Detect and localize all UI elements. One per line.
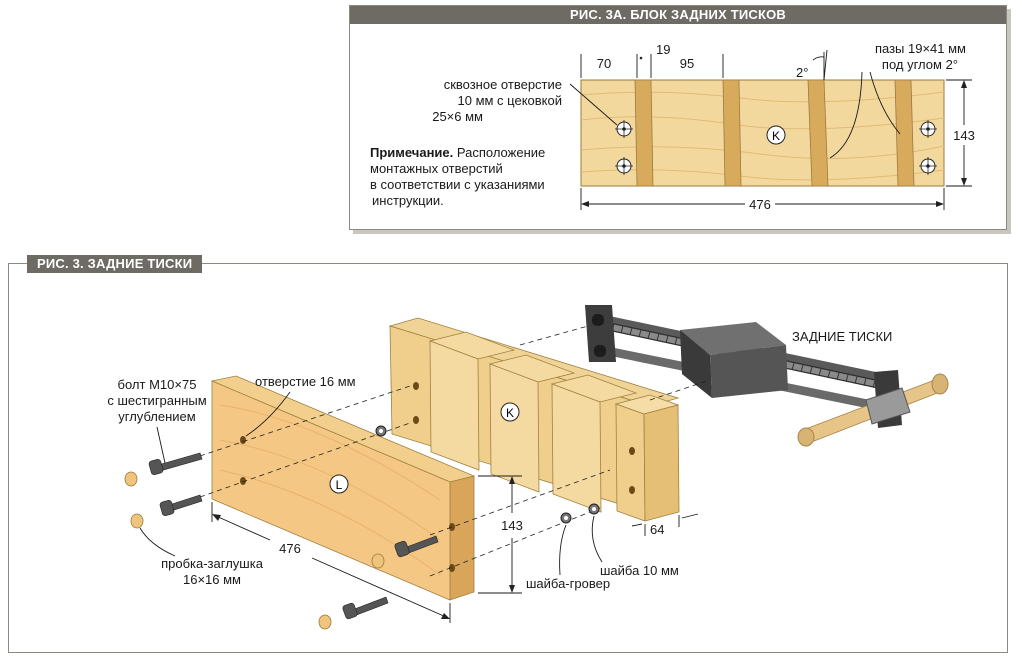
screw-thread [674, 337, 678, 345]
vise-label: ЗАДНИЕ ТИСКИ [792, 329, 892, 344]
note-line-4: инструкции. [372, 193, 444, 208]
screw-thread [620, 325, 624, 334]
figure-3-title: РИС. 3. ЗАДНИЕ ТИСКИ [27, 255, 203, 273]
note-line-2: монтажных отверстий [370, 161, 503, 176]
figure-3a-panel: РИС. 3А. БЛОК ЗАДНИХ ТИСКОВ сквозное отв… [349, 5, 1007, 230]
part-k-label: K [506, 406, 514, 420]
screw-thread [854, 376, 858, 384]
dim-476: 476 [279, 541, 301, 556]
dim-70: 70 [597, 56, 611, 71]
board-k-flat: K [580, 79, 945, 187]
plug-set [124, 471, 385, 630]
bolt-label-line-2: с шестигранным [107, 393, 206, 408]
note-line-3: в соответствии с указаниями [370, 177, 545, 192]
screw-thread [827, 370, 831, 378]
washer-label: шайба 10 мм [600, 563, 679, 578]
dim-19: 19 [656, 42, 670, 57]
tail-vise-hardware [585, 305, 949, 447]
hole-note-line-1: сквозное отверстие [444, 77, 562, 92]
board-l: L [210, 375, 476, 601]
figure-3-drawing: ЗАДНИЕ ТИСКИ K [107, 305, 949, 630]
screw-thread [872, 380, 876, 388]
lock-washer-label: шайба-гровер [526, 576, 610, 591]
screw-thread [809, 366, 813, 375]
screw-thread [845, 374, 849, 382]
plug-label-line-1: пробка-заглушка [161, 556, 264, 571]
figure-3a-title: РИС. 3А. БЛОК ЗАДНИХ ТИСКОВ [350, 6, 1006, 24]
note-line-1: Примечание. Расположение [370, 145, 545, 160]
dim-476-3a: 476 [749, 197, 771, 212]
screw-thread [638, 329, 642, 337]
screw-thread [656, 333, 660, 341]
dim-64: 64 [650, 522, 664, 537]
bolt-set [148, 452, 439, 620]
hole-note-line-2: 10 мм с цековкой [458, 93, 563, 108]
dim-angle: 2° [796, 65, 808, 80]
screw-thread [863, 378, 867, 386]
part-k-label-3a: K [772, 129, 780, 143]
board-k-assembly: K [388, 317, 680, 522]
screw-thread [629, 327, 633, 336]
dim-95: 95 [680, 56, 694, 71]
part-l-label: L [336, 478, 343, 492]
screw-thread [800, 364, 804, 373]
screw-thread [791, 362, 795, 371]
plug-label-line-2: 16×16 мм [183, 572, 241, 587]
screw-thread [647, 331, 651, 339]
screw-thread [818, 368, 822, 376]
dim-143: 143 [501, 518, 523, 533]
bolt-label-line-1: болт M10×75 [118, 377, 197, 392]
dim-143-3a: 143 [953, 128, 975, 143]
hole-note-line-3: 25×6 мм [432, 109, 483, 124]
slot-note-line-2: под углом 2° [882, 57, 958, 72]
vise-handle [797, 373, 949, 447]
screw-thread [665, 335, 669, 343]
figure-3-panel: РИС. 3. ЗАДНИЕ ТИСКИ [8, 255, 1008, 653]
screw-thread [836, 372, 840, 380]
bolt-label-line-3: углублением [118, 409, 196, 424]
figure-3a-drawing: сквозное отверстие 10 мм с цековкой 25×6… [370, 41, 975, 212]
hole-label: отверстие 16 мм [255, 374, 356, 389]
slot-note-line-1: пазы 19×41 мм [875, 41, 966, 56]
washer-set [375, 425, 600, 524]
